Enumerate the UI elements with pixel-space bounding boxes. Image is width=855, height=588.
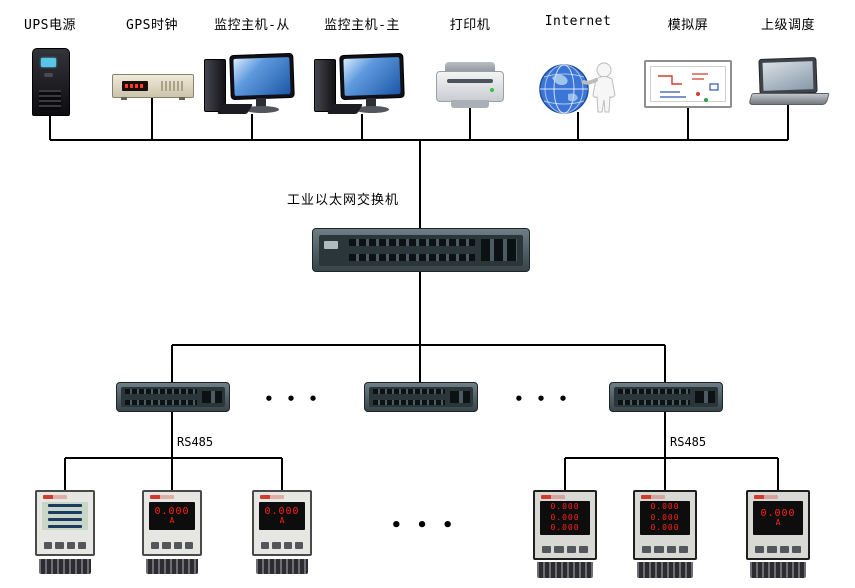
meter-led-display: 0.000 0.000 0.000 [540,501,590,535]
dispatch-laptop [748,56,830,105]
workstation-slave [204,52,300,116]
label-internet: Internet [544,14,612,29]
label-printer: 打印机 [449,18,491,33]
meter-terminals [637,562,693,578]
meter-buttons [542,546,588,553]
label-gps-clock: GPS时钟 [126,18,178,33]
meter-brand [43,495,67,499]
ups-vents [39,90,61,110]
power-meter-multirow: 0.000 0.000 0.000 [633,490,697,578]
switch-uplink-ports [481,239,517,261]
label-monitor-slave: 监控主机-从 [214,18,290,33]
meter-lcd-display [42,502,88,530]
switch-uplink-ports [695,391,715,403]
sub-switch-1 [116,382,230,412]
meter-buttons [755,546,801,553]
pc-screen [343,57,401,96]
meter-terminals [39,559,91,574]
meter-terminals [750,562,806,578]
ellipsis-meters: • • • [390,515,456,536]
meter-led-display: 0.000 A [149,502,195,530]
meter-led-display: 0.000 A [259,502,305,530]
gps-vents [161,81,185,91]
switch-ports [618,389,690,405]
globe-icon [539,62,616,114]
pc-screen [233,57,291,96]
meter-buttons [261,542,303,549]
label-dispatch: 上级调度 [760,18,815,33]
workstation-master [314,52,410,116]
power-meter-led: 0.000 A [746,490,810,578]
mimic-panel [644,60,732,108]
sub-switch-3 [609,382,723,412]
switch-uplink-ports [202,391,222,403]
power-meter-led: 0.000 A [252,490,312,574]
meter-buttons [642,546,688,553]
power-meter-lcd [35,490,95,574]
gps-led-digits [125,84,145,88]
sub-switch-2 [364,382,478,412]
label-mimic-panel: 模拟屏 [667,18,709,33]
meter-terminals [256,559,308,574]
meter-led-display: 0.000 A [753,501,803,535]
meter-brand [150,495,174,499]
label-monitor-master: 监控主机-主 [324,18,400,33]
ellipsis-switches-right: • • • [514,390,570,408]
ups-button [44,73,53,77]
meter-brand [260,495,284,499]
label-ups: UPS电源 [24,18,76,33]
internet-globe [538,56,622,116]
pc-monitor [339,52,405,101]
meter-brand [754,495,778,499]
meter-terminals [537,562,593,578]
switch-logo [324,241,338,249]
pc-monitor [229,52,295,101]
rs485-label-right: RS485 [670,435,707,449]
switch-ports [349,239,475,261]
core-switch [312,228,530,272]
switch-ports [373,389,445,405]
gps-clock-device [112,74,194,100]
ups-screen [41,58,56,67]
meter-terminals [146,559,198,574]
core-switch-label: 工业以太网交换机 [287,193,400,208]
printer-device [436,62,504,108]
switch-ports [125,389,197,405]
ups-device [32,48,70,116]
mimic-panel-marks [658,73,719,102]
meter-led-display: 0.000 0.000 0.000 [640,501,690,535]
meter-buttons [151,542,193,549]
switch-uplink-ports [450,391,470,403]
laptop-keyboard [748,93,830,105]
meter-brand [641,495,665,499]
power-meter-led: 0.000 A [142,490,202,574]
meter-brand [541,495,565,499]
power-meter-multirow: 0.000 0.000 0.000 [533,490,597,578]
pc-tower [314,59,336,112]
pc-keyboard [326,104,364,114]
rs485-label-left: RS485 [177,435,214,449]
pc-keyboard [216,104,254,114]
laptop-screen [758,56,818,96]
pc-tower [204,59,226,112]
meter-buttons [44,542,86,549]
ellipsis-switches-left: • • • [264,390,320,408]
